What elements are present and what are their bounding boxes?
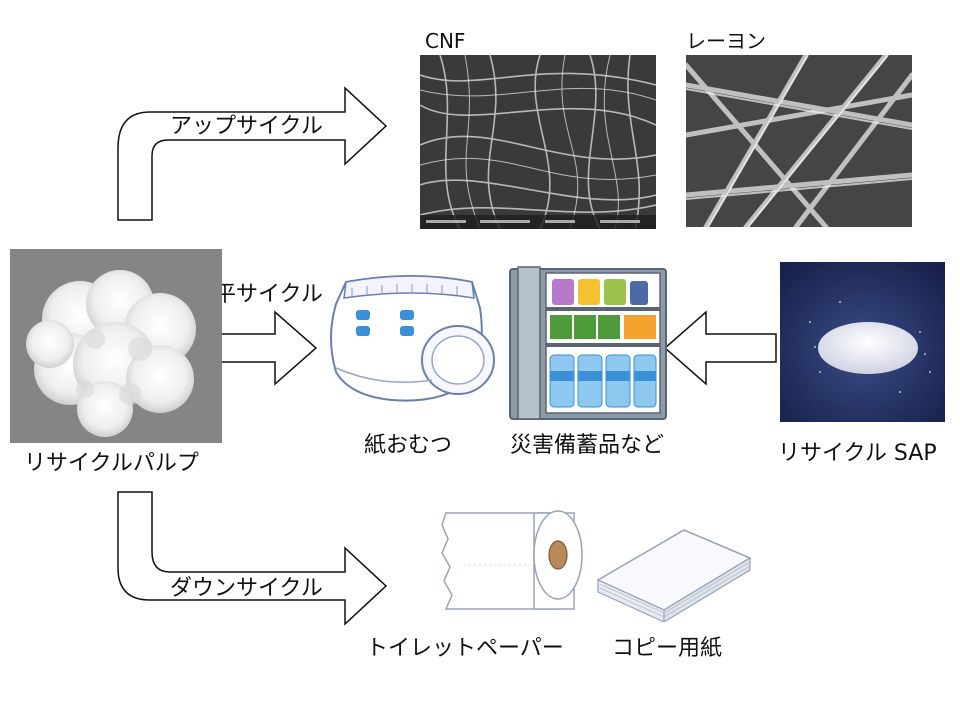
disaster-supplies-label: 災害備蓄品など <box>510 433 665 458</box>
cnf-label: CNF <box>425 29 466 53</box>
upcycle-label: アップサイクル <box>170 114 323 139</box>
rayon-label: レーヨン <box>686 29 766 53</box>
toilet-paper-label: トイレットペーパー <box>366 636 564 661</box>
stockpile-shelf-illustration <box>508 263 668 421</box>
toilet-paper-illustration <box>434 505 586 627</box>
sap-to-shelf-arrow <box>663 310 777 386</box>
recycled-pulp-label: リサイクルパルプ <box>24 451 199 476</box>
recycled-sap-photo <box>780 262 945 422</box>
upcycle-arrow <box>117 86 388 221</box>
cnf-micrograph <box>420 55 656 229</box>
recycled-pulp-photo <box>10 249 222 443</box>
downcycle-arrow <box>117 491 388 626</box>
diaper-illustration <box>322 268 500 414</box>
horizontal-cycle-label: 水平サイクル <box>192 282 323 307</box>
copy-paper-illustration <box>594 522 754 622</box>
copy-paper-label: コピー用紙 <box>612 636 723 661</box>
downcycle-label: ダウンサイクル <box>170 576 323 601</box>
paper-diaper-label: 紙おむつ <box>364 433 453 458</box>
recycled-sap-label: リサイクル SAP <box>778 441 937 466</box>
rayon-micrograph <box>686 55 912 227</box>
